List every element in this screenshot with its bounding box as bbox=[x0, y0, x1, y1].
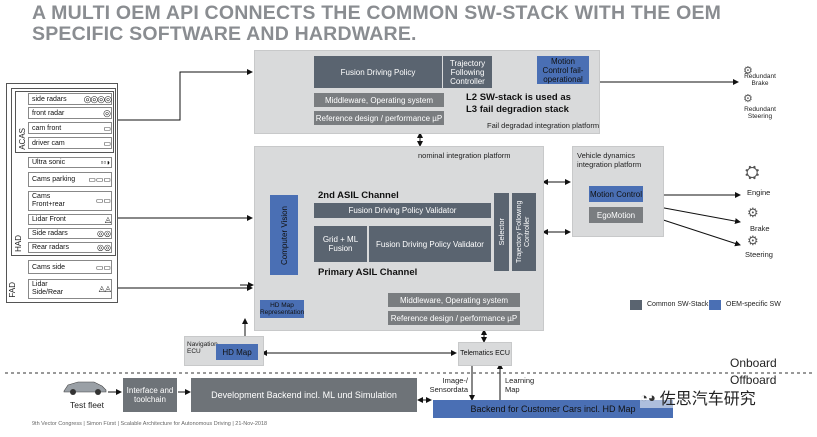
brake-label: Brake bbox=[750, 224, 770, 233]
legend-common-swatch bbox=[630, 300, 642, 310]
legend-oem-swatch bbox=[709, 300, 721, 310]
watermark: ◔◕ 佐思汽车研究 bbox=[640, 386, 800, 408]
radar-icon: ◎ bbox=[103, 107, 111, 118]
fail-middleware-box: Middleware, Operating system bbox=[314, 93, 444, 107]
brake-icon: ⚙ bbox=[747, 205, 759, 220]
radar-icon: ◎◎ bbox=[97, 243, 111, 252]
radar-icon: ◎◎ bbox=[97, 229, 111, 238]
grid-ml-fusion-box: Grid + ML Fusion bbox=[314, 226, 367, 262]
fail-note-line2: L3 fail degradion stack bbox=[466, 104, 569, 115]
sensor-ultra-sonic: Ultra sonic ▫▫◗ bbox=[28, 157, 112, 168]
fail-trajectory-box: Trajectory Following Controller bbox=[443, 56, 492, 88]
interface-toolchain-box: Interface and toolchain bbox=[123, 378, 177, 412]
camera-icon: ▭▭▭ bbox=[88, 175, 111, 184]
nominal-platform-label: nominal integration platform bbox=[418, 151, 511, 160]
wechat-icon: ◔◕ bbox=[640, 389, 656, 405]
nominal-trajectory-label: Trajectory Following Controller bbox=[516, 200, 531, 264]
selector-box: Selector bbox=[494, 193, 509, 271]
navigation-ecu-label: Navigation ECU bbox=[187, 341, 218, 355]
redundant-steering-icon: ⚙ bbox=[743, 93, 753, 105]
acas-label: ACAS bbox=[18, 128, 27, 150]
radar-icon: ◎◎◎◎ bbox=[83, 93, 112, 104]
legend-oem-label: OEM-specific SW bbox=[726, 301, 781, 308]
motion-control-box: Motion Control bbox=[589, 186, 643, 202]
lidar-icon: ◬◬ bbox=[98, 284, 111, 293]
sensor-side-radars: side radars ◎◎◎◎ bbox=[28, 93, 112, 105]
nominal-trajectory-box: Trajectory Following Controller bbox=[512, 193, 536, 271]
engine-icon: ⛭ bbox=[745, 162, 760, 182]
sensor-lidar-front: Lidar Front ◬ bbox=[28, 214, 112, 225]
second-asil-box: Fusion Driving Policy Validator bbox=[314, 203, 491, 218]
learning-map-label: Learning Map bbox=[505, 376, 535, 394]
redundant-steering-label: Redundant Steering bbox=[744, 106, 776, 120]
sensor-label: Cams side bbox=[32, 263, 66, 271]
sensor-rear-radars: Rear radars ◎◎ bbox=[28, 242, 112, 253]
sensor-label: cam front bbox=[32, 124, 62, 132]
fail-platform-label: Fail degradad integration platform bbox=[487, 121, 600, 130]
camera-icon: ▭ bbox=[103, 123, 111, 133]
fail-motion-control-box: Motion Control fail-operational bbox=[537, 56, 589, 84]
sensor-cams-parking: Cams parking ▭▭▭ bbox=[28, 172, 112, 187]
development-backend-box: Development Backend incl. ML und Simulat… bbox=[191, 378, 417, 412]
offboard-label: Offboard bbox=[730, 373, 777, 387]
page-title: A MULTI OEM API CONNECTS THE COMMON SW-S… bbox=[32, 2, 722, 45]
computer-vision-box: Computer Vision bbox=[270, 195, 298, 275]
primary-asil-box: Fusion Driving Policy Validator bbox=[369, 226, 491, 262]
redundant-brake-label: Redundant Brake bbox=[744, 73, 776, 87]
image-sensordata-label: Image-/ Sensordata bbox=[429, 376, 468, 394]
sensor-cam-front: cam front ▭ bbox=[28, 122, 112, 134]
had-label: HAD bbox=[14, 235, 23, 252]
sensor-label: Cams Front+rear bbox=[32, 193, 65, 208]
car-icon bbox=[62, 378, 108, 396]
nominal-reference-box: Reference design / performance µP bbox=[388, 311, 520, 325]
egomotion-box: EgoMotion bbox=[589, 207, 643, 223]
hd-map-representation-box: HD Map Representation bbox=[259, 300, 305, 318]
test-fleet-label: Test fleet bbox=[70, 400, 105, 410]
telematics-ecu-box: Telematics ECU bbox=[458, 342, 512, 366]
vehicle-dynamics-label: Vehicle dynamics integration platform bbox=[577, 151, 642, 169]
fad-frame bbox=[6, 83, 118, 303]
redundant-brake-icon: ⚙ bbox=[743, 65, 753, 77]
fail-reference-box: Reference design / performance µP bbox=[314, 111, 444, 125]
customer-backend-box: Backend for Customer Cars incl. HD Map bbox=[433, 400, 673, 418]
steering-icon: ⚙ bbox=[747, 233, 759, 248]
camera-icon: ▭ bbox=[103, 138, 111, 148]
sensor-label: Side radars bbox=[32, 230, 68, 237]
acas-frame bbox=[15, 91, 114, 153]
had-frame bbox=[11, 88, 116, 256]
primary-asil-title: Primary ASIL Channel bbox=[318, 267, 418, 278]
hd-map-box: HD Map bbox=[216, 344, 258, 360]
sensor-label: Lidar Front bbox=[32, 216, 66, 223]
fad-label: FAD bbox=[8, 282, 17, 298]
selector-label: Selector bbox=[497, 218, 506, 246]
fail-note-line1: L2 SW-stack is used as bbox=[466, 92, 571, 103]
sensor-label: front radar bbox=[32, 109, 65, 117]
sensor-cams-side: Cams side ▭▭ bbox=[28, 260, 112, 274]
sensor-lidar-side-rear: Lidar Side/Rear ◬◬ bbox=[28, 279, 112, 299]
footer-text: 9th Vector Congress | Simon Fürst | Scal… bbox=[32, 421, 268, 427]
sensor-side-radars-had: Side radars ◎◎ bbox=[28, 228, 112, 239]
second-asil-title: 2nd ASIL Channel bbox=[318, 190, 399, 201]
sensor-label: Lidar Side/Rear bbox=[32, 281, 64, 296]
sensor-label: Ultra sonic bbox=[32, 159, 66, 166]
sensor-label: Rear radars bbox=[32, 244, 69, 251]
onboard-label: Onboard bbox=[730, 356, 777, 370]
sensor-driver-cam: driver cam ▭ bbox=[28, 137, 112, 149]
ultrasonic-icon: ▫▫◗ bbox=[100, 158, 111, 167]
sensor-label: Cams parking bbox=[32, 176, 76, 183]
sensor-cams-front-rear: Cams Front+rear ▭▭ bbox=[28, 191, 112, 211]
sensor-front-radar: front radar ◎ bbox=[28, 107, 112, 119]
sensor-label: side radars bbox=[32, 95, 67, 103]
sensor-label: driver cam bbox=[32, 139, 65, 147]
camera-icon: ▭▭ bbox=[95, 262, 111, 272]
steering-label: Steering bbox=[745, 250, 773, 259]
lidar-icon: ◬ bbox=[104, 215, 111, 224]
camera-icon: ▭▭ bbox=[95, 196, 111, 205]
nominal-middleware-box: Middleware, Operating system bbox=[388, 293, 520, 307]
legend-common-label: Common SW-Stack bbox=[647, 301, 709, 308]
watermark-text: 佐思汽车研究 bbox=[659, 391, 756, 408]
engine-label: Engine bbox=[747, 188, 771, 197]
computer-vision-label: Computer Vision bbox=[279, 205, 289, 265]
fail-fusion-box: Fusion Driving Policy bbox=[314, 56, 442, 88]
